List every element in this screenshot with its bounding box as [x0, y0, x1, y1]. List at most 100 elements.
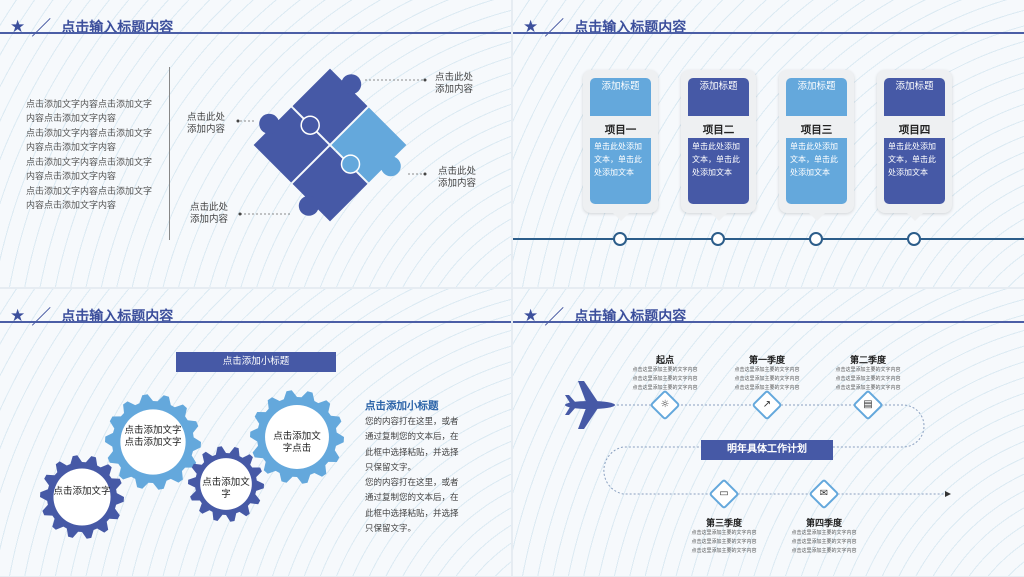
label-line: 添加内容	[187, 124, 226, 135]
card-body: 单击此处添加文本，单击此处添加文本	[786, 138, 847, 204]
card-header: 添加标题	[786, 78, 847, 116]
slash-icon: ／	[31, 16, 52, 40]
gear-text: 点击添加文字	[53, 486, 111, 497]
body-text: 点击添加文字内容点击添加文字内容点击添加文字内容 点击添加文字内容点击添加文字内…	[26, 98, 152, 213]
slide-gears: ★／ 点击输入标题内容 点击添加小标题 点击添加文字 点击添加文字点击添加文字 点…	[0, 289, 511, 576]
label-line: 点击此处	[438, 166, 477, 177]
card-title: 项目一	[604, 124, 637, 136]
label-line: 添加内容	[438, 178, 477, 189]
puzzle-label: 点击此处添加内容	[190, 202, 228, 226]
stage-detail: 点击这里添加主要的文字内容	[791, 539, 857, 545]
stage-title: 起点	[655, 356, 674, 366]
stage-detail: 点击这里添加主要的文字内容	[835, 385, 901, 391]
label-line: 点击此处	[187, 112, 226, 123]
slide-title: 点击输入标题内容	[574, 308, 687, 325]
card-header: 添加标题	[688, 78, 749, 116]
stage-q2: 第二季度点击这里添加主要的文字内容点击这里添加主要的文字内容点击这里添加主要的文…	[818, 353, 918, 393]
stage-detail: 点击这里添加主要的文字内容	[791, 548, 857, 554]
gear-center	[265, 405, 329, 469]
project-card: 添加标题项目三单击此处添加文本，单击此处添加文本	[779, 70, 854, 221]
project-card: 添加标题项目一单击此处添加文本，单击此处添加文本	[583, 70, 658, 221]
stage-detail: 点击这里添加主要的文字内容	[734, 376, 800, 382]
stage-detail: 点击这里添加主要的文字内容	[632, 376, 698, 382]
gear-center	[120, 409, 186, 475]
slide-header: ★／ 点击输入标题内容	[523, 301, 686, 330]
card-body: 单击此处添加文本，单击此处添加文本	[590, 138, 651, 204]
gear-center	[200, 458, 252, 510]
card-title: 项目四	[898, 124, 931, 136]
card-header: 添加标题	[590, 78, 651, 116]
star-icon: ★	[10, 305, 26, 326]
gear-text: 点击添加文字点击添加文字	[124, 425, 182, 448]
stage-q3: 第三季度点击这里添加主要的文字内容点击这里添加主要的文字内容点击这里添加主要的文…	[674, 516, 774, 556]
slide-header: ★／ 点击输入标题内容	[523, 12, 686, 41]
text-line: 内容点击添加文字内容	[26, 172, 117, 182]
star-icon: ★	[523, 305, 539, 326]
gear-center	[53, 468, 111, 526]
center-plan-banner: 明年具体工作计划	[701, 440, 833, 460]
text-line: 内容点击添加文字内容	[26, 114, 117, 124]
stage-detail: 点击这里添加主要的文字内容	[691, 539, 757, 545]
text-line: 点击添加文字内容点击添加文字	[26, 100, 153, 110]
slide-title: 点击输入标题内容	[61, 19, 174, 36]
paragraph: 您的内容打在这里，或者通过复制您的文本后，在此框中选择粘贴，并选择只保留文字。	[365, 417, 459, 473]
project-card: 添加标题项目四单击此处添加文本，单击此处添加文本	[877, 70, 952, 221]
slide-puzzle: ★／ 点击输入标题内容 点击添加文字内容点击添加文字内容点击添加文字内容 点击添加…	[0, 0, 511, 287]
text-line: 点击添加文字内容点击添加文字	[26, 129, 153, 139]
timeline-node	[613, 232, 627, 246]
text-line: 点击添加文字内容点击添加文字	[26, 187, 153, 197]
label-line: 添加内容	[435, 84, 474, 95]
slide-header: ★／ 点击输入标题内容	[10, 301, 173, 330]
label-line: 点击此处	[435, 72, 474, 83]
stage-q1: 第一季度点击这里添加主要的文字内容点击这里添加主要的文字内容点击这里添加主要的文…	[717, 353, 817, 393]
stage-detail: 点击这里添加主要的文字内容	[632, 367, 698, 373]
stage-title: 第二季度	[849, 356, 886, 366]
header-divider	[0, 321, 511, 323]
timeline-node	[711, 232, 725, 246]
side-paragraph: 您的内容打在这里，或者通过复制您的文本后，在此框中选择粘贴，并选择只保留文字。您…	[365, 415, 461, 537]
stage-detail: 点击这里添加主要的文字内容	[734, 385, 800, 391]
card-header: 添加标题	[884, 78, 945, 116]
text-line: 内容点击添加文字内容	[26, 143, 117, 153]
airplane-icon	[565, 381, 615, 429]
star-icon: ★	[10, 16, 26, 37]
header-divider	[513, 32, 1024, 34]
star-icon: ★	[523, 16, 539, 37]
label-line: 点击此处	[190, 202, 229, 213]
slash-icon: ／	[31, 305, 52, 329]
slide-plan-roadmap: ★／点击输入标题内容 起点点击这里添加主要的文字内容点击这里添加主要的文字内容点…	[513, 289, 1024, 576]
gear-text: 点击添加文字	[202, 477, 250, 500]
stage-detail: 点击这里添加主要的文字内容	[632, 385, 698, 391]
slash-icon: ／	[544, 305, 565, 329]
puzzle-graphic	[236, 68, 427, 222]
stage-q4: 第四季度点击这里添加主要的文字内容点击这里添加主要的文字内容点击这里添加主要的文…	[774, 516, 874, 556]
slide-title: 点击输入标题内容	[574, 19, 687, 36]
slash-icon: ／	[544, 16, 565, 40]
arrow-head-icon	[945, 491, 951, 497]
slide-title: 点击输入标题内容	[61, 308, 174, 325]
project-card: 添加标题项目二单击此处添加文本，单击此处添加文本	[681, 70, 756, 221]
stage-detail: 点击这里添加主要的文字内容	[835, 376, 901, 382]
slide-project-cards: ★／ 点击输入标题内容 添加标题项目一单击此处添加文本，单击此处添加文本 添加标题…	[513, 0, 1024, 287]
timeline-line	[513, 238, 1024, 240]
header-divider	[513, 321, 1024, 323]
card-title: 项目三	[800, 124, 833, 136]
roadmap-path	[565, 381, 951, 497]
card-body: 单击此处添加文本，单击此处添加文本	[688, 138, 749, 204]
paragraph: 您的内容打在这里，或者通过复制您的文本后，在此框中选择粘贴，并选择只保留文字。	[365, 478, 459, 535]
timeline-node	[907, 232, 921, 246]
timeline-node	[809, 232, 823, 246]
puzzle-label: 点击此处添加内容	[435, 72, 473, 96]
label-line: 添加内容	[190, 214, 229, 225]
stage-start: 起点点击这里添加主要的文字内容点击这里添加主要的文字内容点击这里添加主要的文字内…	[615, 353, 715, 393]
gears-graphic	[40, 390, 344, 539]
puzzle-label: 点击此处添加内容	[438, 166, 476, 190]
card-body: 单击此处添加文本，单击此处添加文本	[884, 138, 945, 204]
header-divider	[0, 32, 511, 34]
card-title: 项目二	[702, 124, 735, 136]
stage-title: 第三季度	[705, 519, 742, 529]
stage-detail: 点击这里添加主要的文字内容	[835, 367, 901, 373]
puzzle-label: 点击此处添加内容	[187, 112, 225, 136]
subtitle-banner: 点击添加小标题	[176, 352, 336, 372]
stage-detail: 点击这里添加主要的文字内容	[791, 530, 857, 536]
